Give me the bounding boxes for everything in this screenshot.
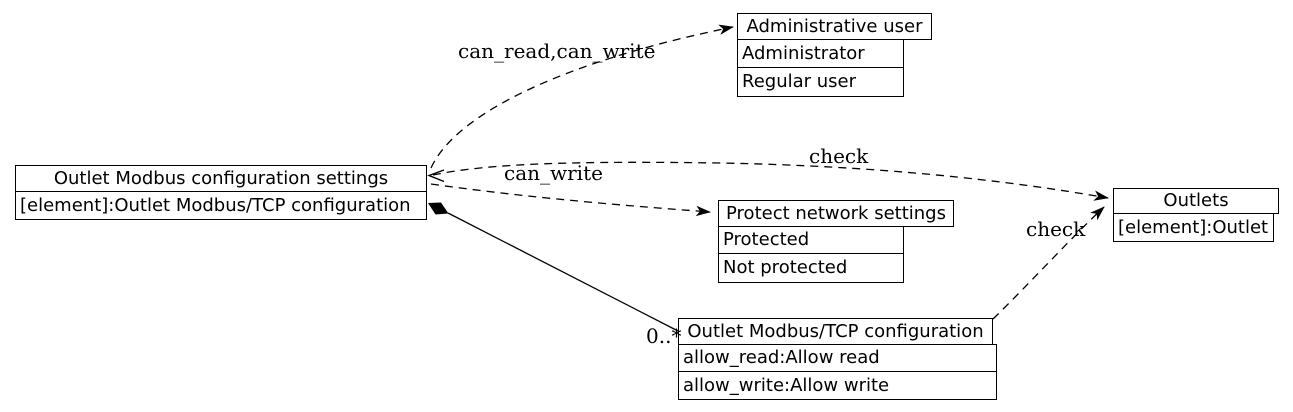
node-modbus-tcp-attr: allow_read:Allow read: [678, 344, 997, 372]
node-outlets-title: Outlets: [1113, 188, 1279, 214]
node-modbus-tcp-title: Outlet Modbus/TCP configuration: [678, 318, 993, 345]
node-admin-user-attr: Administrator: [737, 39, 904, 68]
node-protect-network-title: Protect network settings: [718, 200, 954, 227]
edge-composition: [447, 212, 679, 332]
node-config-settings-attr: [element]:Outlet Modbus/TCP configuratio…: [15, 191, 427, 220]
composition-diamond: [428, 202, 449, 215]
node-admin-user-title: Administrative user: [737, 13, 932, 40]
edge-label-can-read-can-write: can_read,can_write: [458, 39, 656, 63]
edge-label-check-top: check: [809, 144, 869, 168]
edge-label-can-write: can_write: [504, 161, 603, 185]
edge-label-check-bottom: check: [1026, 217, 1086, 241]
node-admin-user-attr: Regular user: [737, 67, 904, 97]
edge-can-write: [430, 183, 711, 217]
edge-label-multiplicity: 0..*: [646, 324, 682, 348]
node-protect-network-attr: Protected: [718, 226, 904, 254]
node-protect-network-attr: Not protected: [718, 253, 904, 283]
node-outlets-attr: [element]:Outlet: [1113, 213, 1274, 242]
node-config-settings-title: Outlet Modbus configuration settings: [15, 165, 427, 192]
arrowhead-into-config: [427, 169, 445, 183]
node-modbus-tcp-attr: allow_write:Allow write: [678, 371, 997, 400]
